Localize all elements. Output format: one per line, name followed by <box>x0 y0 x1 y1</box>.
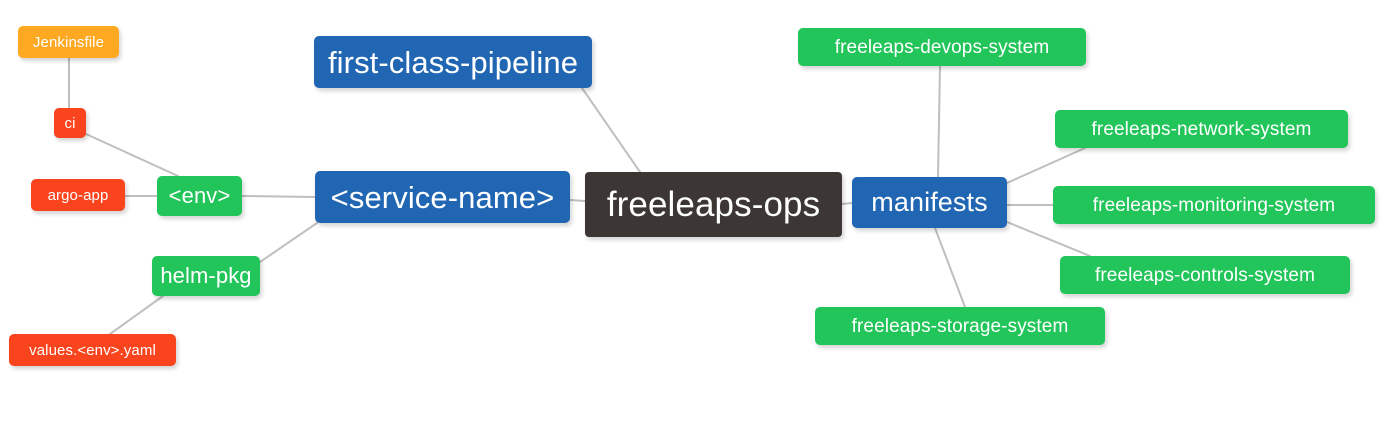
mindmap-node-freeleaps-storage-system[interactable]: freeleaps-storage-system <box>815 307 1105 345</box>
mindmap-node-label: argo-app <box>47 186 109 204</box>
edge-manifests-to-freeleaps-devops-system <box>937 65 941 178</box>
mindmap-node-label: <env> <box>168 183 231 208</box>
mindmap-node-label: <service-name> <box>330 179 555 215</box>
edge-ci-to-env <box>85 133 179 177</box>
mindmap-node-service-name[interactable]: <service-name> <box>315 171 570 223</box>
edge-service-name-to-freeleaps-ops <box>569 199 586 202</box>
mindmap-node-helm-pkg[interactable]: helm-pkg <box>152 256 260 296</box>
edge-manifests-to-freeleaps-storage-system <box>934 227 966 308</box>
mindmap-node-freeleaps-monitoring-system[interactable]: freeleaps-monitoring-system <box>1053 186 1375 224</box>
mindmap-node-freeleaps-network-system[interactable]: freeleaps-network-system <box>1055 110 1348 148</box>
mindmap-node-first-class-pipeline[interactable]: first-class-pipeline <box>314 36 592 88</box>
mindmap-node-freeleaps-devops-system[interactable]: freeleaps-devops-system <box>798 28 1086 66</box>
edge-freeleaps-ops-to-manifests <box>841 202 853 205</box>
edge-helm-pkg-to-values-yaml <box>109 295 164 335</box>
mindmap-node-jenkinsfile[interactable]: Jenkinsfile <box>18 26 119 58</box>
mindmap-node-freeleaps-controls-system[interactable]: freeleaps-controls-system <box>1060 256 1350 294</box>
mindmap-node-label: helm-pkg <box>160 263 252 288</box>
mindmap-node-label: freeleaps-devops-system <box>834 36 1050 58</box>
mindmap-node-values-yaml[interactable]: values.<env>.yaml <box>9 334 176 366</box>
edge-manifests-to-freeleaps-controls-system <box>1006 221 1091 257</box>
mindmap-node-freeleaps-ops[interactable]: freeleaps-ops <box>585 172 842 237</box>
edge-env-to-service-name <box>241 195 316 198</box>
mindmap-node-label: ci <box>64 114 76 132</box>
mindmap-node-env[interactable]: <env> <box>157 176 242 216</box>
mindmap-node-manifests[interactable]: manifests <box>852 177 1007 228</box>
mindmap-node-label: freeleaps-network-system <box>1091 118 1312 140</box>
edge-manifests-to-freeleaps-network-system <box>1006 147 1086 184</box>
mindmap-node-label: freeleaps-monitoring-system <box>1092 194 1336 216</box>
edge-service-name-to-helm-pkg <box>259 222 318 263</box>
mindmap-node-ci[interactable]: ci <box>54 108 86 138</box>
mindmap-node-label: freeleaps-controls-system <box>1094 264 1316 286</box>
edge-first-class-pipeline-to-freeleaps-ops <box>581 87 641 173</box>
mindmap-node-label: first-class-pipeline <box>327 44 579 80</box>
mindmap-node-label: freeleaps-storage-system <box>851 315 1069 337</box>
mindmap-node-argo-app[interactable]: argo-app <box>31 179 125 211</box>
mindmap-node-label: freeleaps-ops <box>606 185 821 224</box>
mindmap-node-label: manifests <box>871 187 988 217</box>
mindmap-node-label: Jenkinsfile <box>32 33 105 51</box>
mindmap-node-label: values.<env>.yaml <box>29 341 156 359</box>
